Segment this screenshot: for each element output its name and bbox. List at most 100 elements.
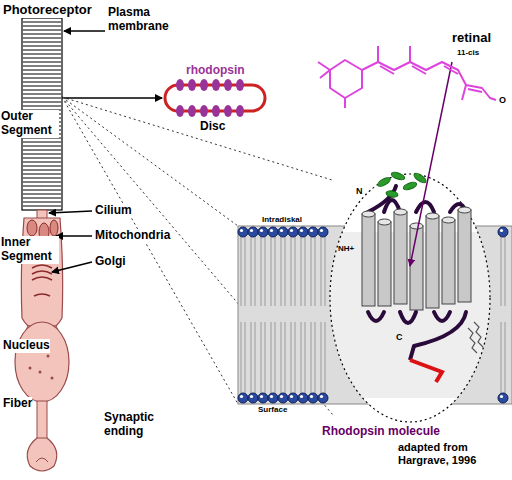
helix-top [378, 219, 391, 225]
retinal-pointer [410, 62, 452, 266]
part-label: Golgi [95, 255, 126, 269]
helix-cylinder [442, 220, 455, 304]
atom-label: O [499, 95, 506, 105]
terminus-label: N [356, 186, 363, 196]
part-label: Outer Segment [1, 110, 59, 138]
lipid-highlight [300, 229, 303, 232]
side-label: Surface [258, 405, 287, 414]
lipid-tail [281, 237, 282, 306]
synaptic-notch [36, 458, 48, 462]
helix-top [410, 223, 423, 229]
lipid-tail [501, 322, 502, 393]
helices [362, 207, 471, 310]
lipid-tail [245, 237, 246, 306]
lipid-head [288, 393, 298, 403]
sugar-chains [376, 171, 427, 198]
lipid-highlight [320, 395, 323, 398]
lipid-tail [501, 237, 502, 306]
lipid-tail [291, 322, 292, 393]
lipid-head [278, 227, 288, 237]
lipid-tail [285, 322, 286, 393]
lipid-highlight [320, 229, 323, 232]
residue-label: NH+ [338, 244, 354, 253]
helix-cylinder [378, 222, 391, 306]
helix-top [362, 211, 375, 217]
helix-cylinder [394, 212, 407, 304]
part-label: Nucleus [3, 339, 50, 353]
lipid-tail [241, 322, 242, 393]
lipid-highlight [260, 395, 263, 398]
lipid-tail [251, 237, 252, 306]
lipid-highlight [290, 395, 293, 398]
lipid-head [238, 393, 248, 403]
lipid-highlight [310, 229, 313, 232]
rhodopsin-dot [224, 79, 232, 91]
lipid-tail [241, 237, 242, 306]
lipid-tail [315, 237, 316, 306]
helix-top [426, 213, 439, 219]
lipid-tail [265, 322, 266, 393]
lipid-tail [321, 237, 322, 306]
lipid-tail [285, 237, 286, 306]
lipid-tail [305, 322, 306, 393]
lipid-head [268, 393, 278, 403]
lipid-highlight [250, 229, 253, 232]
part-label: Cilium [95, 204, 132, 218]
lipid-head [248, 393, 258, 403]
lipid-tail [325, 237, 326, 306]
lipid-head [298, 393, 308, 403]
lipid-tail [271, 237, 272, 306]
lipid-tail [505, 237, 506, 306]
nucleus-shape [15, 322, 69, 402]
lipid-highlight [270, 395, 273, 398]
molecule-outline [330, 174, 490, 422]
lipid-head [288, 227, 298, 237]
lipid-tail [505, 322, 506, 393]
lipid-highlight [240, 395, 243, 398]
chromatin [29, 349, 54, 380]
part-label: Inner Segment [1, 236, 59, 264]
lipid-highlight [290, 229, 293, 232]
rhodopsin-dot [212, 105, 220, 117]
lipid-head [308, 227, 318, 237]
lipid-head [498, 393, 508, 403]
lipid-tail [251, 322, 252, 393]
lipid-head [498, 227, 508, 237]
lipid-highlight [250, 395, 253, 398]
fiber-shape [37, 401, 47, 439]
lipid-tail [301, 322, 302, 393]
credit-label: adapted from Hargrave, 1996 [398, 441, 506, 466]
terminus-label: C [396, 332, 403, 342]
rhodopsin-dot [188, 105, 196, 117]
lipid-tail [255, 237, 256, 306]
lipid-tail [311, 237, 312, 306]
synaptic-ending-shape [27, 438, 57, 471]
lipid-tail [291, 237, 292, 306]
lipid-tail [305, 237, 306, 306]
rhodopsin-dot [200, 79, 208, 91]
helix-cylinder [426, 216, 439, 308]
lipid-tail [295, 237, 296, 306]
side-label: Intradiskal [262, 215, 302, 224]
lipid-tail [255, 322, 256, 393]
rhodopsin-dot [188, 79, 196, 91]
rhodopsin-dot [176, 79, 184, 91]
lipid-head [318, 393, 328, 403]
part-label: Fiber [3, 397, 32, 411]
c-terminal-tail [410, 360, 442, 382]
lipid-tail [275, 237, 276, 306]
lipid-highlight [280, 229, 283, 232]
lipid-tail [275, 322, 276, 393]
lipid-head [278, 393, 288, 403]
part-label: Disc [200, 120, 225, 134]
retinal-structure [318, 46, 496, 108]
helix-cylinder [410, 226, 423, 310]
rhodopsin-dot [212, 79, 220, 91]
lipid-tail [261, 322, 262, 393]
rhodopsin-dot [200, 105, 208, 117]
lipid-highlight [270, 229, 273, 232]
lipid-tail [271, 322, 272, 393]
